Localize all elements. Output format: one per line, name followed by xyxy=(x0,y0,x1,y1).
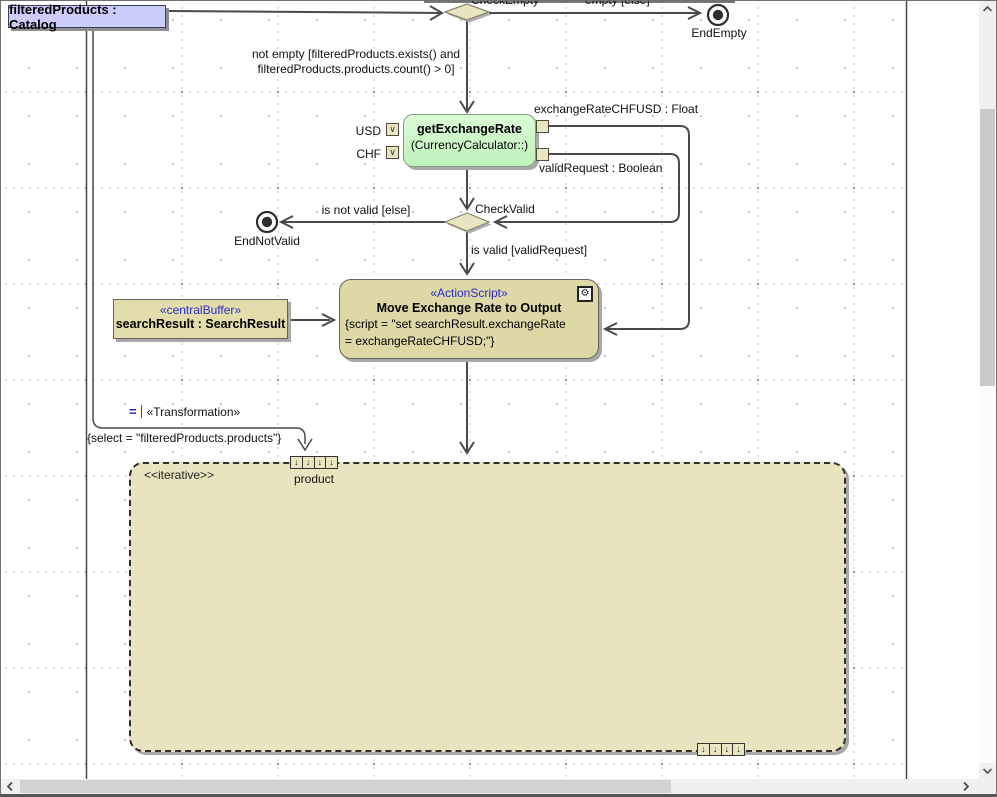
down-arrow-icon: ↓ xyxy=(720,744,733,755)
arrowhead xyxy=(459,100,475,114)
expansion-node-input[interactable]: ↓↓↓↓ xyxy=(290,456,338,469)
product-label: product xyxy=(293,472,335,486)
down-arrow-icon: ↓ xyxy=(708,744,721,755)
guard-not-empty-label: not empty [filteredProducts.exists() and… xyxy=(251,47,461,76)
down-arrow-icon: ↓ xyxy=(732,744,744,755)
arrowhead xyxy=(278,215,294,229)
output-pin-valid[interactable] xyxy=(536,148,549,161)
down-arrow-icon: ↓ xyxy=(301,457,314,468)
scrollbar-corner xyxy=(979,779,996,794)
decision-checkempty[interactable] xyxy=(443,3,491,21)
checkvalid-label: CheckValid xyxy=(475,202,535,216)
edge-layer xyxy=(85,1,908,779)
arrowhead xyxy=(687,6,703,20)
diagram-canvas[interactable]: CheckEmpty empty [else] filteredProducts… xyxy=(1,1,979,779)
arrowhead xyxy=(429,5,444,21)
down-arrow-icon: ↓ xyxy=(325,457,337,468)
chevron-up-icon xyxy=(983,6,992,12)
final-node-endnotvalid-dot xyxy=(261,216,273,228)
endnotvalid-label: EndNotValid xyxy=(234,234,300,248)
transformation-stereotype: «Transformation» xyxy=(146,404,241,419)
arrowhead xyxy=(459,441,475,455)
arrowhead xyxy=(492,215,508,229)
vertical-scrollbar[interactable] xyxy=(979,1,996,779)
gear-icon: ⚙ xyxy=(577,286,593,302)
action-move-exchange-rate[interactable]: «ActionScript» Move Exchange Rate to Out… xyxy=(339,279,599,359)
guard-is-valid-label: is valid [validRequest] xyxy=(471,243,588,257)
flow-transformation xyxy=(92,29,306,444)
buffer-name: searchResult : SearchResult xyxy=(115,317,286,331)
arrowhead xyxy=(321,313,337,327)
transformation-equals-icon: = xyxy=(127,405,142,418)
flow-valid-request xyxy=(497,153,680,223)
checkempty-label: CheckEmpty xyxy=(471,1,539,7)
arrowhead xyxy=(602,322,618,336)
pin-usd-label: USD xyxy=(355,124,381,138)
arrowhead xyxy=(297,438,313,452)
scroll-down-button[interactable] xyxy=(979,763,996,779)
pin-rate-label: exchangeRateCHFUSD : Float xyxy=(534,102,699,116)
script-line: = exchangeRateCHFUSD;"} xyxy=(345,334,495,348)
guard-empty-else-label: empty [else] xyxy=(585,1,650,7)
select-constraint-label: {select = "filteredProducts.products"} xyxy=(87,431,282,445)
scroll-up-button[interactable] xyxy=(979,1,996,17)
output-pin-rate[interactable] xyxy=(536,120,549,133)
input-pin-usd[interactable]: ∨ xyxy=(386,123,399,136)
final-node-endempty-dot xyxy=(712,9,724,21)
iterative-stereotype: <<iterative>> xyxy=(144,468,215,482)
parameter-node-filteredproducts[interactable]: filteredProducts : Catalog xyxy=(8,2,166,32)
arrowhead xyxy=(459,262,475,276)
pin-valid-label: validRequest : Boolean xyxy=(539,161,663,175)
action-name: Move Exchange Rate to Output xyxy=(376,301,562,315)
scroll-right-button[interactable] xyxy=(957,779,975,794)
flow-param-to-checkempty xyxy=(167,10,443,14)
down-arrow-icon: ↓ xyxy=(313,457,326,468)
flow-exchange-rate xyxy=(549,125,690,330)
actionscript-stereotype: «ActionScript» xyxy=(430,286,508,300)
centralbuffer-stereotype: «centralBuffer» xyxy=(159,303,242,317)
scroll-track[interactable] xyxy=(979,17,996,109)
arrowhead xyxy=(459,197,475,211)
chevron-left-icon xyxy=(7,782,13,791)
horizontal-scroll-thumb[interactable] xyxy=(20,780,671,793)
centralbuffer-searchresult[interactable]: «centralBuffer» searchResult : SearchRes… xyxy=(113,299,288,339)
endempty-label: EndEmpty xyxy=(691,26,747,40)
horizontal-scrollbar[interactable] xyxy=(1,779,979,794)
down-arrow-icon: ↓ xyxy=(701,744,706,754)
guard-not-valid-label: is not valid [else] xyxy=(321,203,411,217)
decision-checkvalid[interactable] xyxy=(443,212,491,232)
action-getexchangerate[interactable]: getExchangeRate (CurrencyCalculator::) xyxy=(403,114,536,167)
pin-chf-label: CHF xyxy=(356,147,381,161)
down-arrow-icon: ↓ xyxy=(294,457,299,467)
action-subtitle: (CurrencyCalculator::) xyxy=(410,138,529,152)
chevron-right-icon xyxy=(963,782,969,791)
script-line: {script = "set searchResult.exchangeRate xyxy=(345,317,566,331)
action-name: getExchangeRate xyxy=(417,122,522,136)
scroll-left-button[interactable] xyxy=(1,779,19,794)
input-pin-chf[interactable]: ∨ xyxy=(386,146,399,159)
vertical-scroll-thumb[interactable] xyxy=(980,109,995,386)
transformation-annotation: = «Transformation» xyxy=(127,404,240,419)
chevron-down-icon xyxy=(983,768,992,774)
expansion-region-iterative[interactable]: <<iterative>> xyxy=(129,462,846,752)
expansion-node-output[interactable]: ↓↓↓↓ xyxy=(697,743,745,756)
